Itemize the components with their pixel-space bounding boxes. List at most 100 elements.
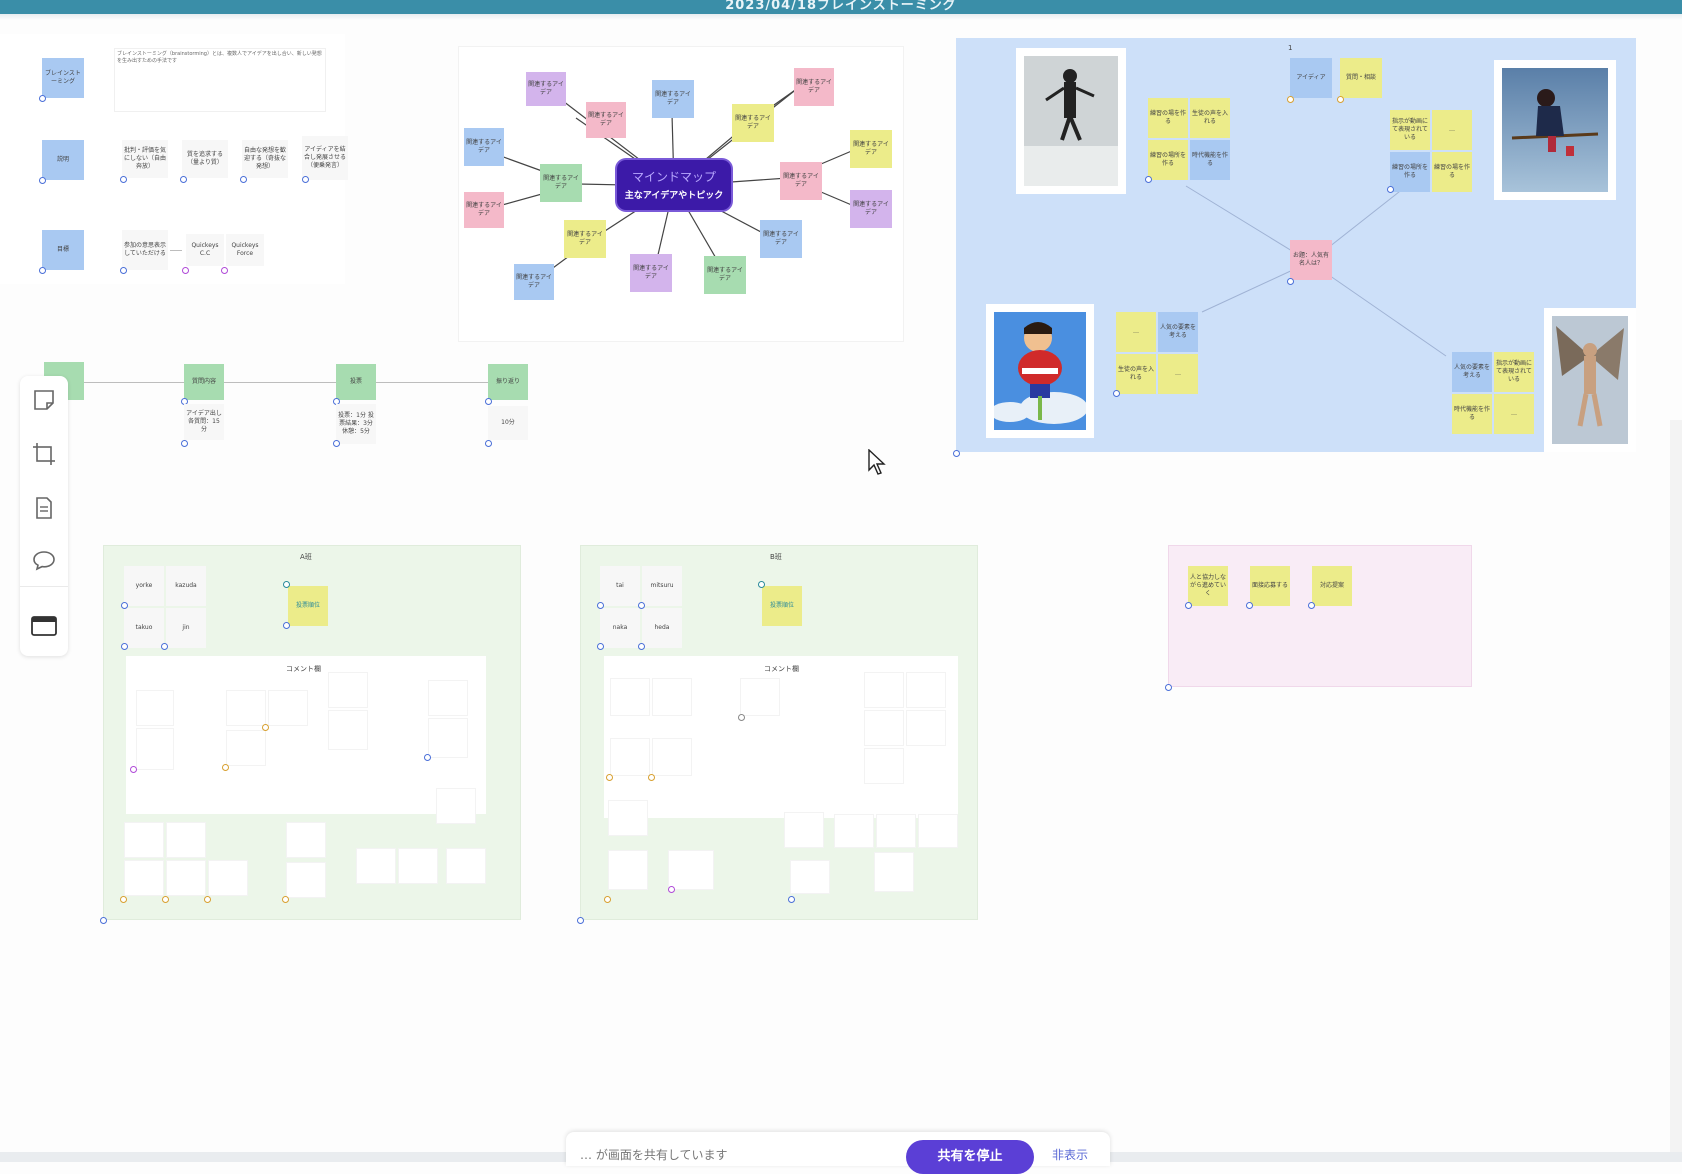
connector-dot[interactable] (282, 896, 289, 903)
topic-sticky-question[interactable]: 質問・相談 (1340, 58, 1382, 98)
connector-dot[interactable] (181, 440, 188, 447)
comment-sticky[interactable] (226, 730, 266, 766)
comment-sticky[interactable] (166, 860, 206, 896)
comment-sticky[interactable] (226, 690, 266, 726)
connector-dot[interactable] (182, 267, 189, 274)
comment-sticky[interactable] (874, 852, 914, 892)
connector-dot[interactable] (204, 896, 211, 903)
comment-sticky[interactable] (834, 814, 874, 848)
comment-sticky[interactable] (328, 672, 368, 708)
comment-sticky[interactable] (328, 710, 368, 750)
connector-dot[interactable] (333, 440, 340, 447)
mindmap-node[interactable]: 関連するアイデア (526, 72, 566, 106)
comment-sticky[interactable] (906, 672, 946, 708)
comment-sticky[interactable] (428, 718, 468, 758)
comment-sticky[interactable] (610, 678, 650, 716)
sticky-brainstorm-label[interactable]: ブレインストーミング (42, 58, 84, 98)
connector-dot[interactable] (121, 643, 128, 650)
timeline-note-review[interactable]: 10分 (488, 406, 528, 440)
mindmap-node[interactable]: 関連するアイデア (652, 80, 694, 118)
connector-dot[interactable] (597, 643, 604, 650)
comment-sticky[interactable] (268, 690, 308, 726)
figure-photo-2[interactable] (1494, 60, 1616, 200)
connector-dot[interactable] (130, 766, 137, 773)
topic-sticky[interactable]: … (1432, 110, 1472, 150)
connector-dot[interactable] (1308, 602, 1315, 609)
sticky-rule-1[interactable]: 批判・評価を気にしない（自由奔放） (122, 140, 168, 178)
topic-sticky[interactable]: 時代機能を作る (1190, 140, 1230, 180)
topic-sticky[interactable]: 練習の場所を作る (1148, 140, 1188, 180)
sticky-description-label[interactable]: 説明 (42, 140, 84, 180)
frame-corner-handle[interactable] (577, 917, 584, 924)
connector-dot[interactable] (758, 581, 765, 588)
window-tool[interactable] (30, 612, 58, 640)
connector-dot[interactable] (788, 896, 795, 903)
frame-tool[interactable] (30, 440, 58, 468)
sticky-goal-1[interactable]: 参加の意思表示していただける (122, 230, 168, 270)
topic-sticky[interactable]: … (1158, 354, 1198, 394)
topic-sticky[interactable]: 生徒の声を入れる (1116, 354, 1156, 394)
timeline-step-questions[interactable]: 質問内容 (184, 364, 224, 400)
frame-corner-handle[interactable] (1165, 684, 1172, 691)
connector-dot[interactable] (161, 643, 168, 650)
timeline-step-vote[interactable]: 投票 (336, 364, 376, 400)
connector-dot[interactable] (180, 176, 187, 183)
mindmap-node[interactable]: 関連するアイデア (732, 104, 774, 142)
comment-sticky[interactable] (166, 822, 206, 858)
mindmap-node[interactable]: 関連するアイデア (586, 102, 626, 138)
connector-dot[interactable] (485, 440, 492, 447)
connector-dot[interactable] (262, 724, 269, 731)
mindmap-node[interactable]: 関連するアイデア (850, 190, 892, 228)
connector-dot[interactable] (1387, 186, 1394, 193)
member-sticky[interactable]: jin (166, 608, 206, 648)
connector-dot[interactable] (39, 95, 46, 102)
mindmap-node[interactable]: 関連するアイデア (850, 130, 892, 168)
mindmap-node[interactable]: 関連するアイデア (464, 192, 504, 228)
connector-dot[interactable] (121, 602, 128, 609)
topic-sticky[interactable]: 練習の場を作る (1432, 152, 1472, 192)
connector-dot[interactable] (638, 602, 645, 609)
member-sticky[interactable]: takuo (124, 608, 164, 648)
mindmap-node[interactable]: 関連するアイデア (794, 68, 834, 106)
comment-sticky[interactable] (124, 860, 164, 896)
mindmap-node[interactable]: 関連するアイデア (704, 256, 746, 294)
comment-sticky[interactable] (740, 678, 780, 716)
frame-corner-handle[interactable] (953, 450, 960, 457)
connector-dot[interactable] (668, 886, 675, 893)
connector-dot[interactable] (1287, 96, 1294, 103)
mindmap-node[interactable]: 関連するアイデア (780, 162, 822, 200)
comment-sticky[interactable] (446, 848, 486, 884)
comment-tool[interactable] (30, 546, 58, 574)
comment-sticky[interactable] (610, 738, 650, 776)
mindmap-node[interactable]: 関連するアイデア (564, 220, 606, 258)
comment-sticky[interactable] (784, 812, 824, 848)
comment-sticky[interactable] (608, 850, 648, 890)
figure-photo-1[interactable] (1016, 48, 1126, 194)
topic-sticky[interactable]: 指示が動画にて表現されている (1494, 352, 1534, 392)
topic-sticky[interactable]: 生徒の声を入れる (1190, 98, 1230, 138)
connector-dot[interactable] (240, 176, 247, 183)
comment-sticky[interactable] (652, 678, 692, 716)
connector-dot[interactable] (638, 643, 645, 650)
figure-photo-4[interactable] (1544, 308, 1636, 452)
sticky-goal-3[interactable]: Quickeys Force (226, 234, 264, 266)
connector-dot[interactable] (648, 774, 655, 781)
note-brainstorm-definition[interactable]: ブレインストーミング（brainstorming）とは、複数人でアイデアを出し合… (114, 48, 326, 112)
comment-sticky[interactable] (136, 728, 174, 770)
figure-photo-3[interactable] (986, 304, 1094, 438)
member-sticky[interactable]: naka (600, 608, 640, 648)
comment-sticky[interactable] (608, 800, 648, 836)
connector-dot[interactable] (283, 622, 290, 629)
connector-dot[interactable] (1145, 176, 1152, 183)
comment-sticky[interactable] (356, 848, 396, 884)
member-sticky[interactable]: heda (642, 608, 682, 648)
connector-dot[interactable] (1287, 278, 1294, 285)
connector-dot[interactable] (39, 177, 46, 184)
comment-sticky[interactable] (918, 814, 958, 848)
hide-share-bar-link[interactable]: 非表示 (1052, 1148, 1089, 1162)
mindmap-node[interactable]: 関連するアイデア (760, 220, 802, 258)
mindmap-node[interactable]: 関連するアイデア (540, 164, 582, 202)
comment-sticky[interactable] (876, 814, 916, 848)
topic-sticky[interactable]: 人気の要素を考える (1158, 312, 1198, 352)
pink-frame-sticky[interactable]: 面接応募する (1250, 566, 1290, 606)
